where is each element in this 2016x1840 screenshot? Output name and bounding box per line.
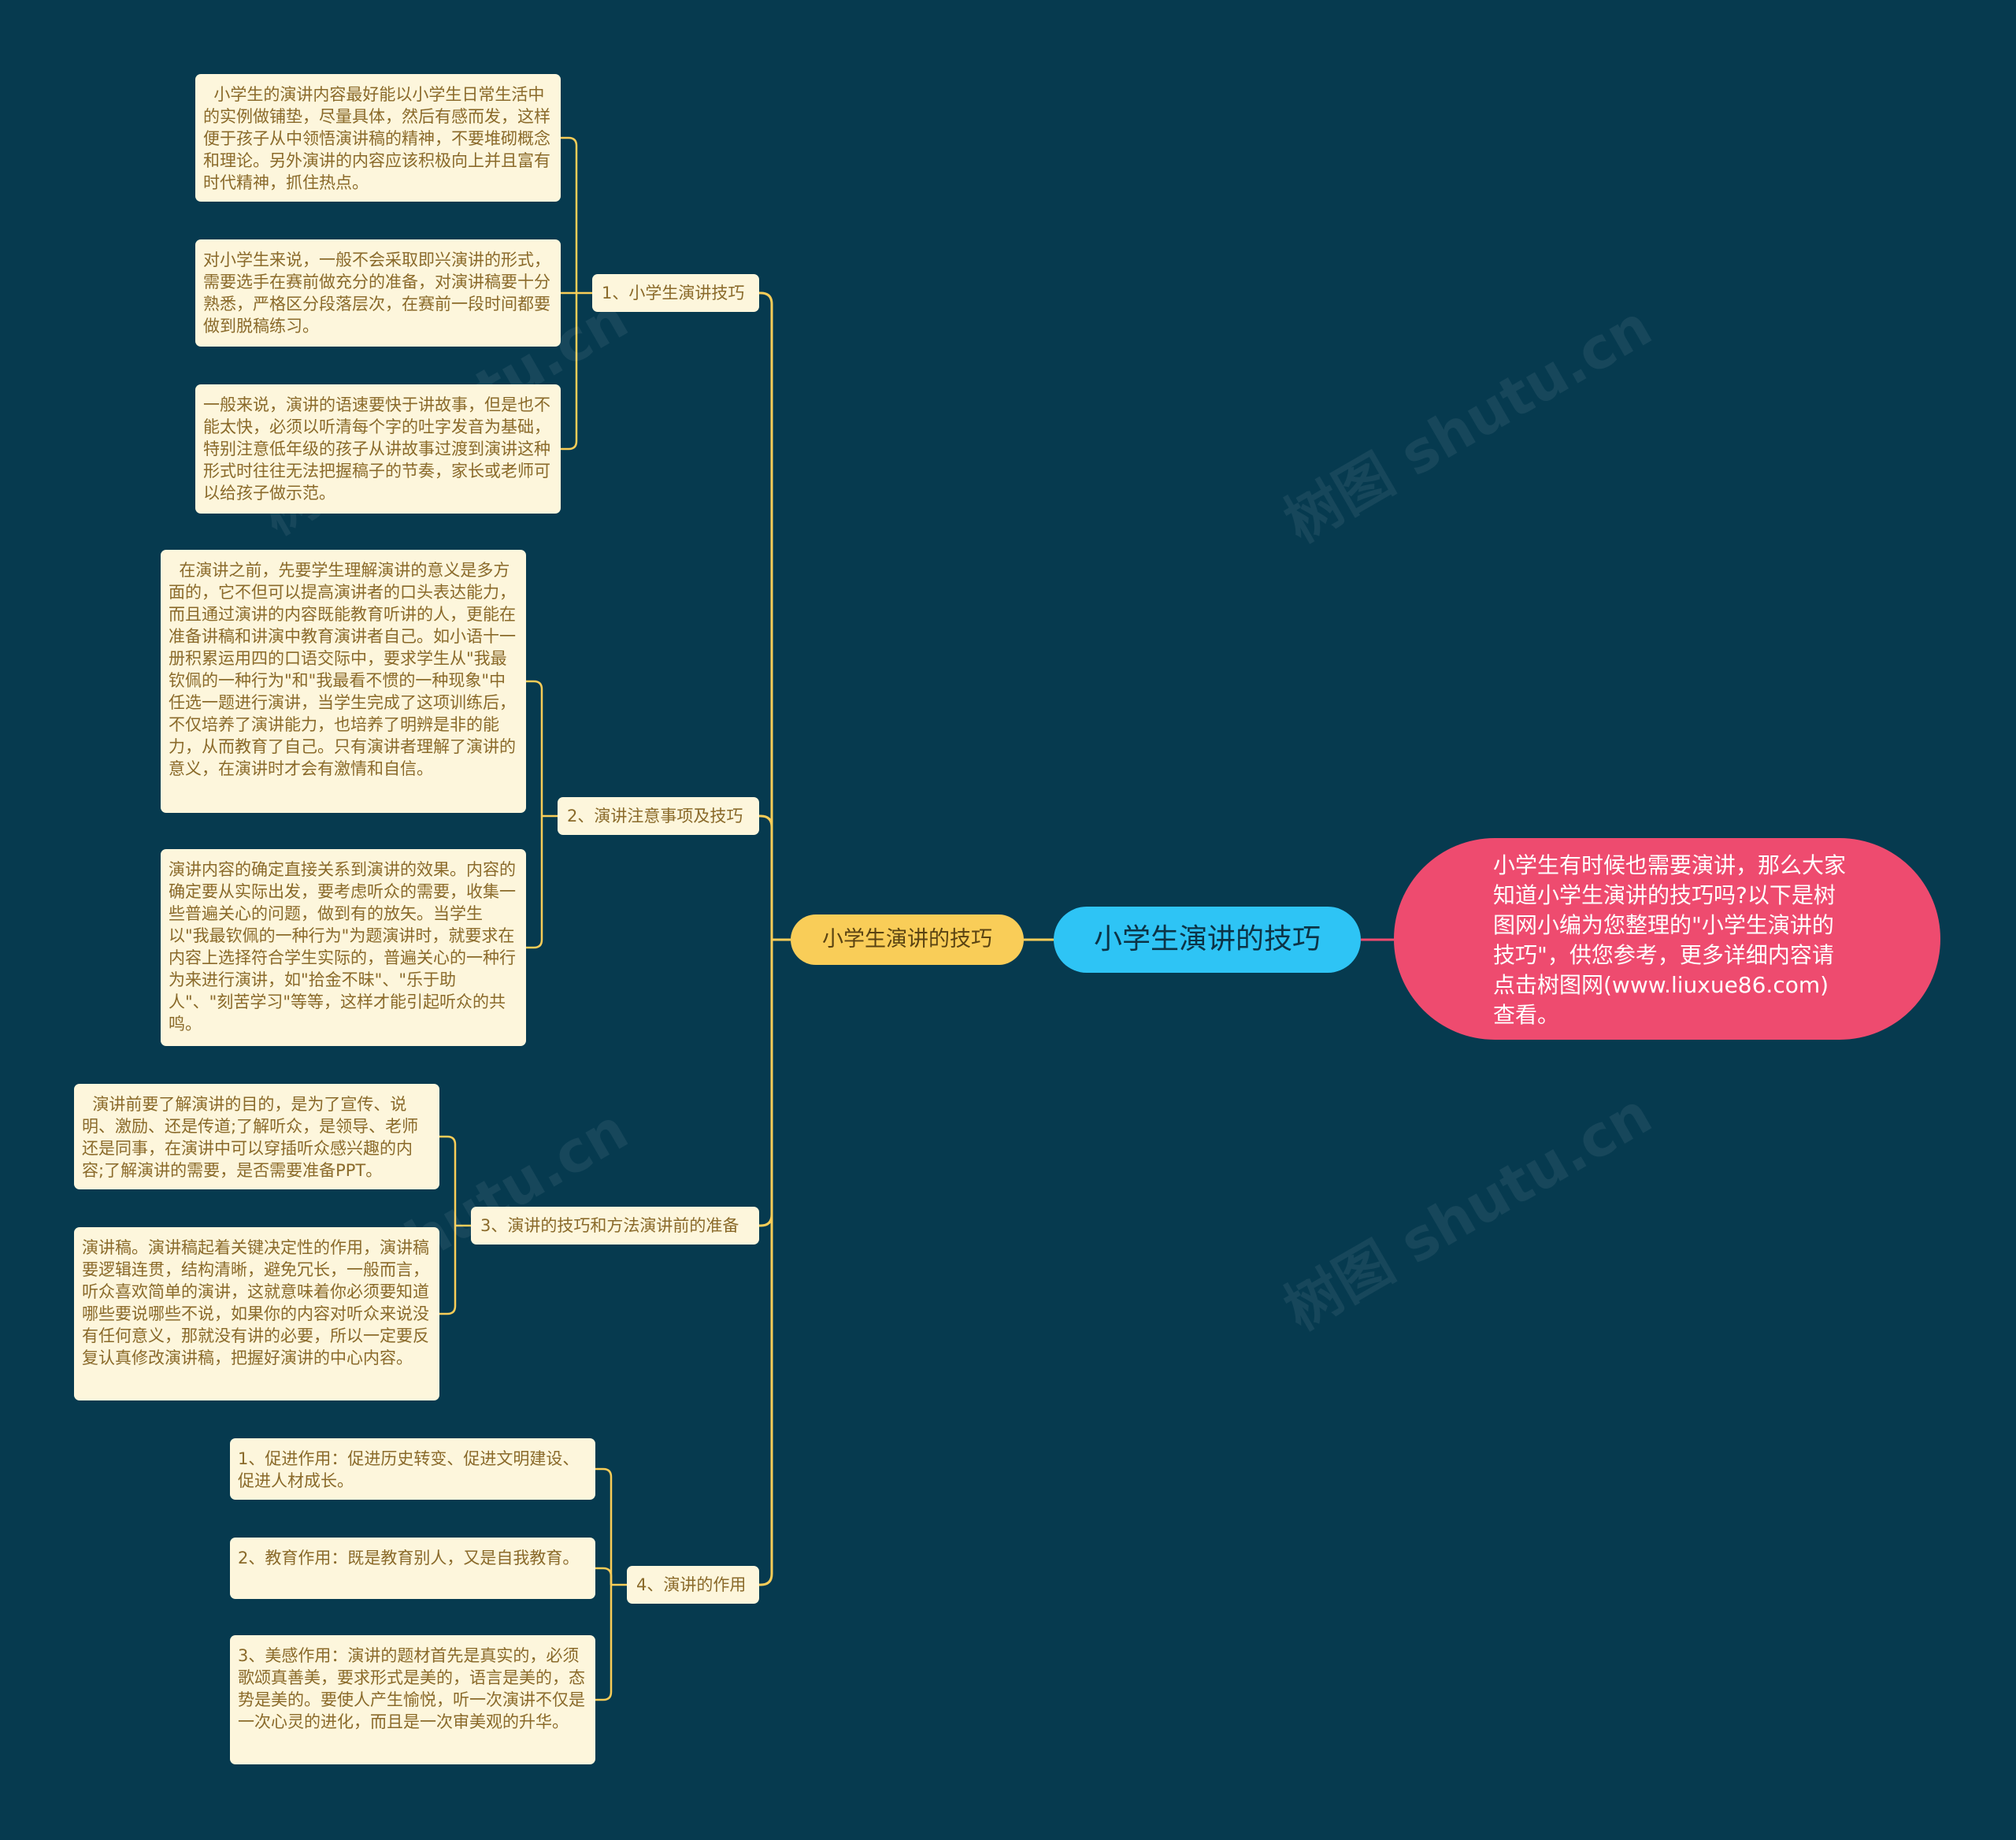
connector-line xyxy=(561,136,578,293)
connector-line xyxy=(439,1135,457,1226)
branch-node-techniques[interactable]: 1、小学生演讲技巧 xyxy=(592,274,759,312)
connector-line xyxy=(759,940,773,1227)
connector-line xyxy=(759,814,773,940)
leaf-node[interactable]: 小学生的演讲内容最好能以小学生日常生活中的实例做铺垫，尽量具体，然后有感而发，这… xyxy=(195,74,561,202)
leaf-node[interactable]: 演讲前要了解演讲的目的，是为了宣传、说明、激励、还是传道;了解听众，是领导、老师… xyxy=(74,1084,439,1189)
branch-node-functions[interactable]: 4、演讲的作用 xyxy=(627,1566,759,1604)
leaf-node[interactable]: 2、教育作用：既是教育别人，又是自我教育。 xyxy=(230,1538,595,1599)
connector-line xyxy=(595,1567,613,1585)
leaf-node[interactable]: 1、促进作用：促进历史转变、促进文明建设、促进人材成长。 xyxy=(230,1438,595,1500)
connector-line xyxy=(759,291,773,940)
leaf-node[interactable]: 在演讲之前，先要学生理解演讲的意义是多方面的，它不但可以提高演讲者的口头表达能力… xyxy=(161,550,526,813)
leaf-node[interactable]: 演讲内容的确定直接关系到演讲的效果。内容的确定要从实际出发，要考虑听众的需要，收… xyxy=(161,849,526,1046)
connector-line xyxy=(595,1467,613,1585)
connector-line xyxy=(526,680,543,816)
summary-node[interactable]: 小学生有时候也需要演讲，那么大家知道小学生演讲的技巧吗?以下是树图网小编为您整理… xyxy=(1394,838,1940,1040)
branch-node-precautions[interactable]: 2、演讲注意事项及技巧 xyxy=(558,797,759,835)
branch-node-preparation[interactable]: 3、演讲的技巧和方法演讲前的准备 xyxy=(471,1207,759,1245)
leaf-node[interactable]: 3、美感作用：演讲的题材首先是真实的，必须歌颂真善美，要求形式是美的，语言是美的… xyxy=(230,1635,595,1764)
connector-line xyxy=(595,1585,613,1701)
root-node[interactable]: 小学生演讲的技巧 xyxy=(1054,907,1361,973)
leaf-node[interactable]: 对小学生来说，一般不会采取即兴演讲的形式，需要选手在赛前做充分的准备，对演讲稿要… xyxy=(195,239,561,347)
leaf-node[interactable]: 演讲稿。演讲稿起着关键决定性的作用，演讲稿要逻辑连贯，结构清晰，避免冗长，一般而… xyxy=(74,1227,439,1400)
connector-line xyxy=(561,293,578,451)
connector-line xyxy=(759,940,773,1586)
topic-node[interactable]: 小学生演讲的技巧 xyxy=(791,914,1024,965)
connector-line xyxy=(439,1226,457,1315)
leaf-node[interactable]: 一般来说，演讲的语速要快于讲故事，但是也不能太快，必须以听清每个字的吐字发音为基… xyxy=(195,384,561,514)
connector-line xyxy=(526,816,543,949)
